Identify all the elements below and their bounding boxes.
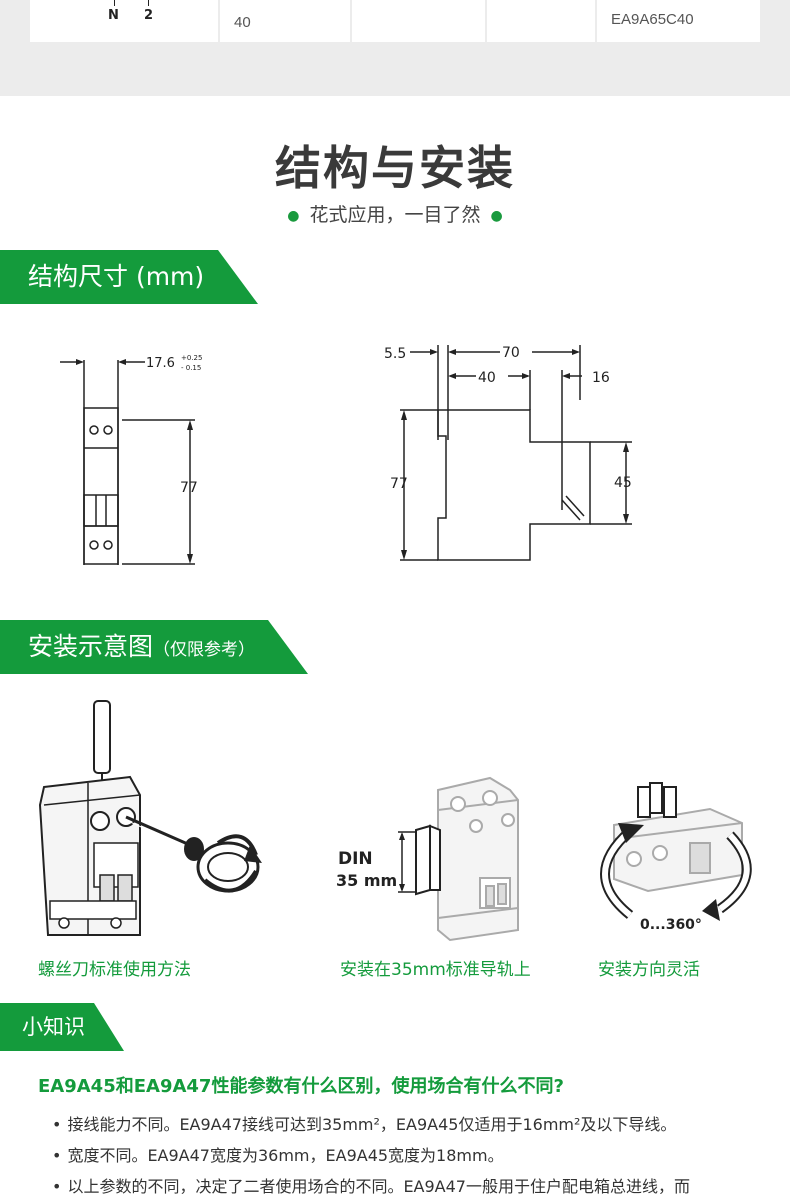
pin-label-2: 2 — [144, 8, 154, 23]
front-view-drawing: 17.6 +0.25 - 0.15 77 — [60, 354, 202, 565]
side-view-drawing: 5.5 70 40 16 77 45 — [384, 345, 632, 561]
page-subtitle: ● 花式应用，一目了然 ● — [0, 200, 790, 227]
subtitle-text: 花式应用，一目了然 — [309, 204, 481, 226]
caption-din-rail: 安装在35mm标准导轨上 — [340, 960, 531, 980]
empty-cell — [352, 0, 487, 42]
empty-cell — [487, 0, 597, 42]
pin-cell: N 2 — [30, 0, 220, 42]
install-note: （仅限参考） — [153, 640, 256, 660]
pin-tick — [148, 0, 149, 6]
front-tol-plus: +0.25 — [181, 354, 202, 362]
front-width-label: 17.6 — [146, 356, 175, 371]
spec-table-strip: N 2 40 EA9A65C40 — [0, 0, 790, 96]
din-label: DIN — [338, 849, 373, 869]
install-title: 安装示意图 — [28, 632, 154, 661]
rating-cell: 40 — [220, 0, 352, 42]
section-banner-tips: 小知识 — [0, 1003, 124, 1051]
pin-tick — [114, 0, 115, 6]
caption-screwdriver: 螺丝刀标准使用方法 — [38, 960, 191, 980]
spec-table-row: N 2 40 EA9A65C40 — [30, 0, 760, 42]
section-banner-install: 安装示意图（仅限参考） — [0, 620, 308, 674]
front-height-label: 77 — [180, 480, 198, 496]
bullet-dot-icon: ● — [490, 207, 503, 224]
din-rail-illustration: DIN 35 mm — [336, 776, 519, 942]
side-d1-label: 5.5 — [384, 346, 406, 362]
tips-question: EA9A45和EA9A47性能参数有什么区别，使用场合有什么不同? — [38, 1076, 564, 1097]
front-tol-minus: - 0.15 — [181, 364, 201, 372]
rating-value: 40 — [234, 14, 251, 31]
side-d2-label: 70 — [502, 345, 520, 361]
model-value: EA9A65C40 — [611, 11, 694, 28]
side-d3-label: 40 — [478, 370, 496, 386]
tips-bullet: 接线能力不同。EA9A47接线可达到35mm²，EA9A45仅适用于16mm²及… — [52, 1111, 676, 1135]
tips-bullet: 宽度不同。EA9A47宽度为36mm，EA9A45宽度为18mm。 — [52, 1142, 503, 1166]
bullet-dot-icon: ● — [287, 207, 300, 224]
caption-orientation: 安装方向灵活 — [598, 960, 700, 980]
page-title: 结构与安装 — [275, 141, 515, 195]
rotation-label: 0...360° — [640, 917, 702, 933]
side-d4-label: 16 — [592, 370, 610, 386]
section-banner-dimensions: 结构尺寸 (mm) — [0, 250, 258, 304]
side-h2-label: 45 — [614, 475, 632, 491]
rotation-illustration: 0...360° — [600, 782, 752, 933]
side-h1-label: 77 — [390, 476, 408, 492]
screwdriver-illustration — [38, 700, 262, 936]
tips-bullet: 以上参数的不同，决定了二者使用场合的不同。EA9A47一般用于住户配电箱总进线，… — [52, 1173, 690, 1197]
din-size-label: 35 mm — [336, 871, 397, 890]
pin-label-n: N — [108, 8, 119, 23]
model-cell: EA9A65C40 — [597, 0, 760, 42]
